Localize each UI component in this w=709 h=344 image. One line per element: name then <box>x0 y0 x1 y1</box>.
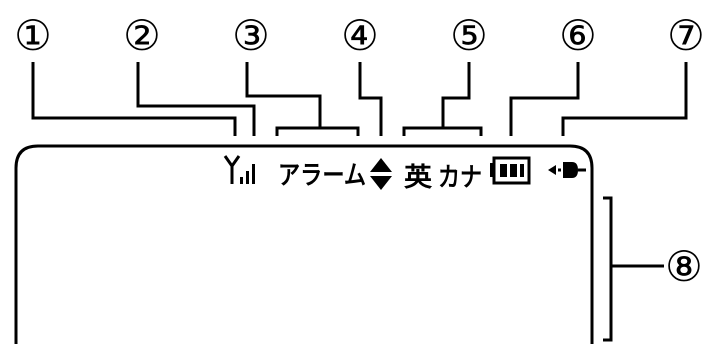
leader-line-2 <box>136 62 256 136</box>
antenna-icon <box>223 155 241 184</box>
callout-3: ③ <box>232 11 270 60</box>
callout-1: ① <box>14 11 52 60</box>
leader-line-4 <box>358 62 383 136</box>
leader-line-7 <box>561 62 688 136</box>
up-down-arrow-icon <box>370 158 392 190</box>
kana-label: カナ <box>438 163 482 193</box>
english-label: 英 <box>404 163 433 193</box>
signal-bars-icon <box>240 164 255 184</box>
bracket-8 <box>603 196 613 342</box>
leader-line-3 <box>245 62 322 128</box>
leader-line-6 <box>509 62 580 136</box>
leader-line-5 <box>441 62 471 128</box>
callout-5: ⑤ <box>450 11 488 60</box>
callout-2: ② <box>123 11 161 60</box>
leader-line-1 <box>31 62 237 136</box>
alarm-label: アラーム <box>278 161 366 191</box>
callout-4: ④ <box>341 11 379 60</box>
callout-7: ⑦ <box>667 11 705 60</box>
lcd-frame <box>14 144 594 344</box>
power-plug-icon <box>548 162 586 178</box>
battery-icon <box>490 156 531 185</box>
callout-8: ⑧ <box>665 242 703 291</box>
callout-6: ⑥ <box>559 11 597 60</box>
bracket-3 <box>275 126 360 136</box>
leader-lines <box>31 62 688 342</box>
bracket-5 <box>402 126 483 136</box>
